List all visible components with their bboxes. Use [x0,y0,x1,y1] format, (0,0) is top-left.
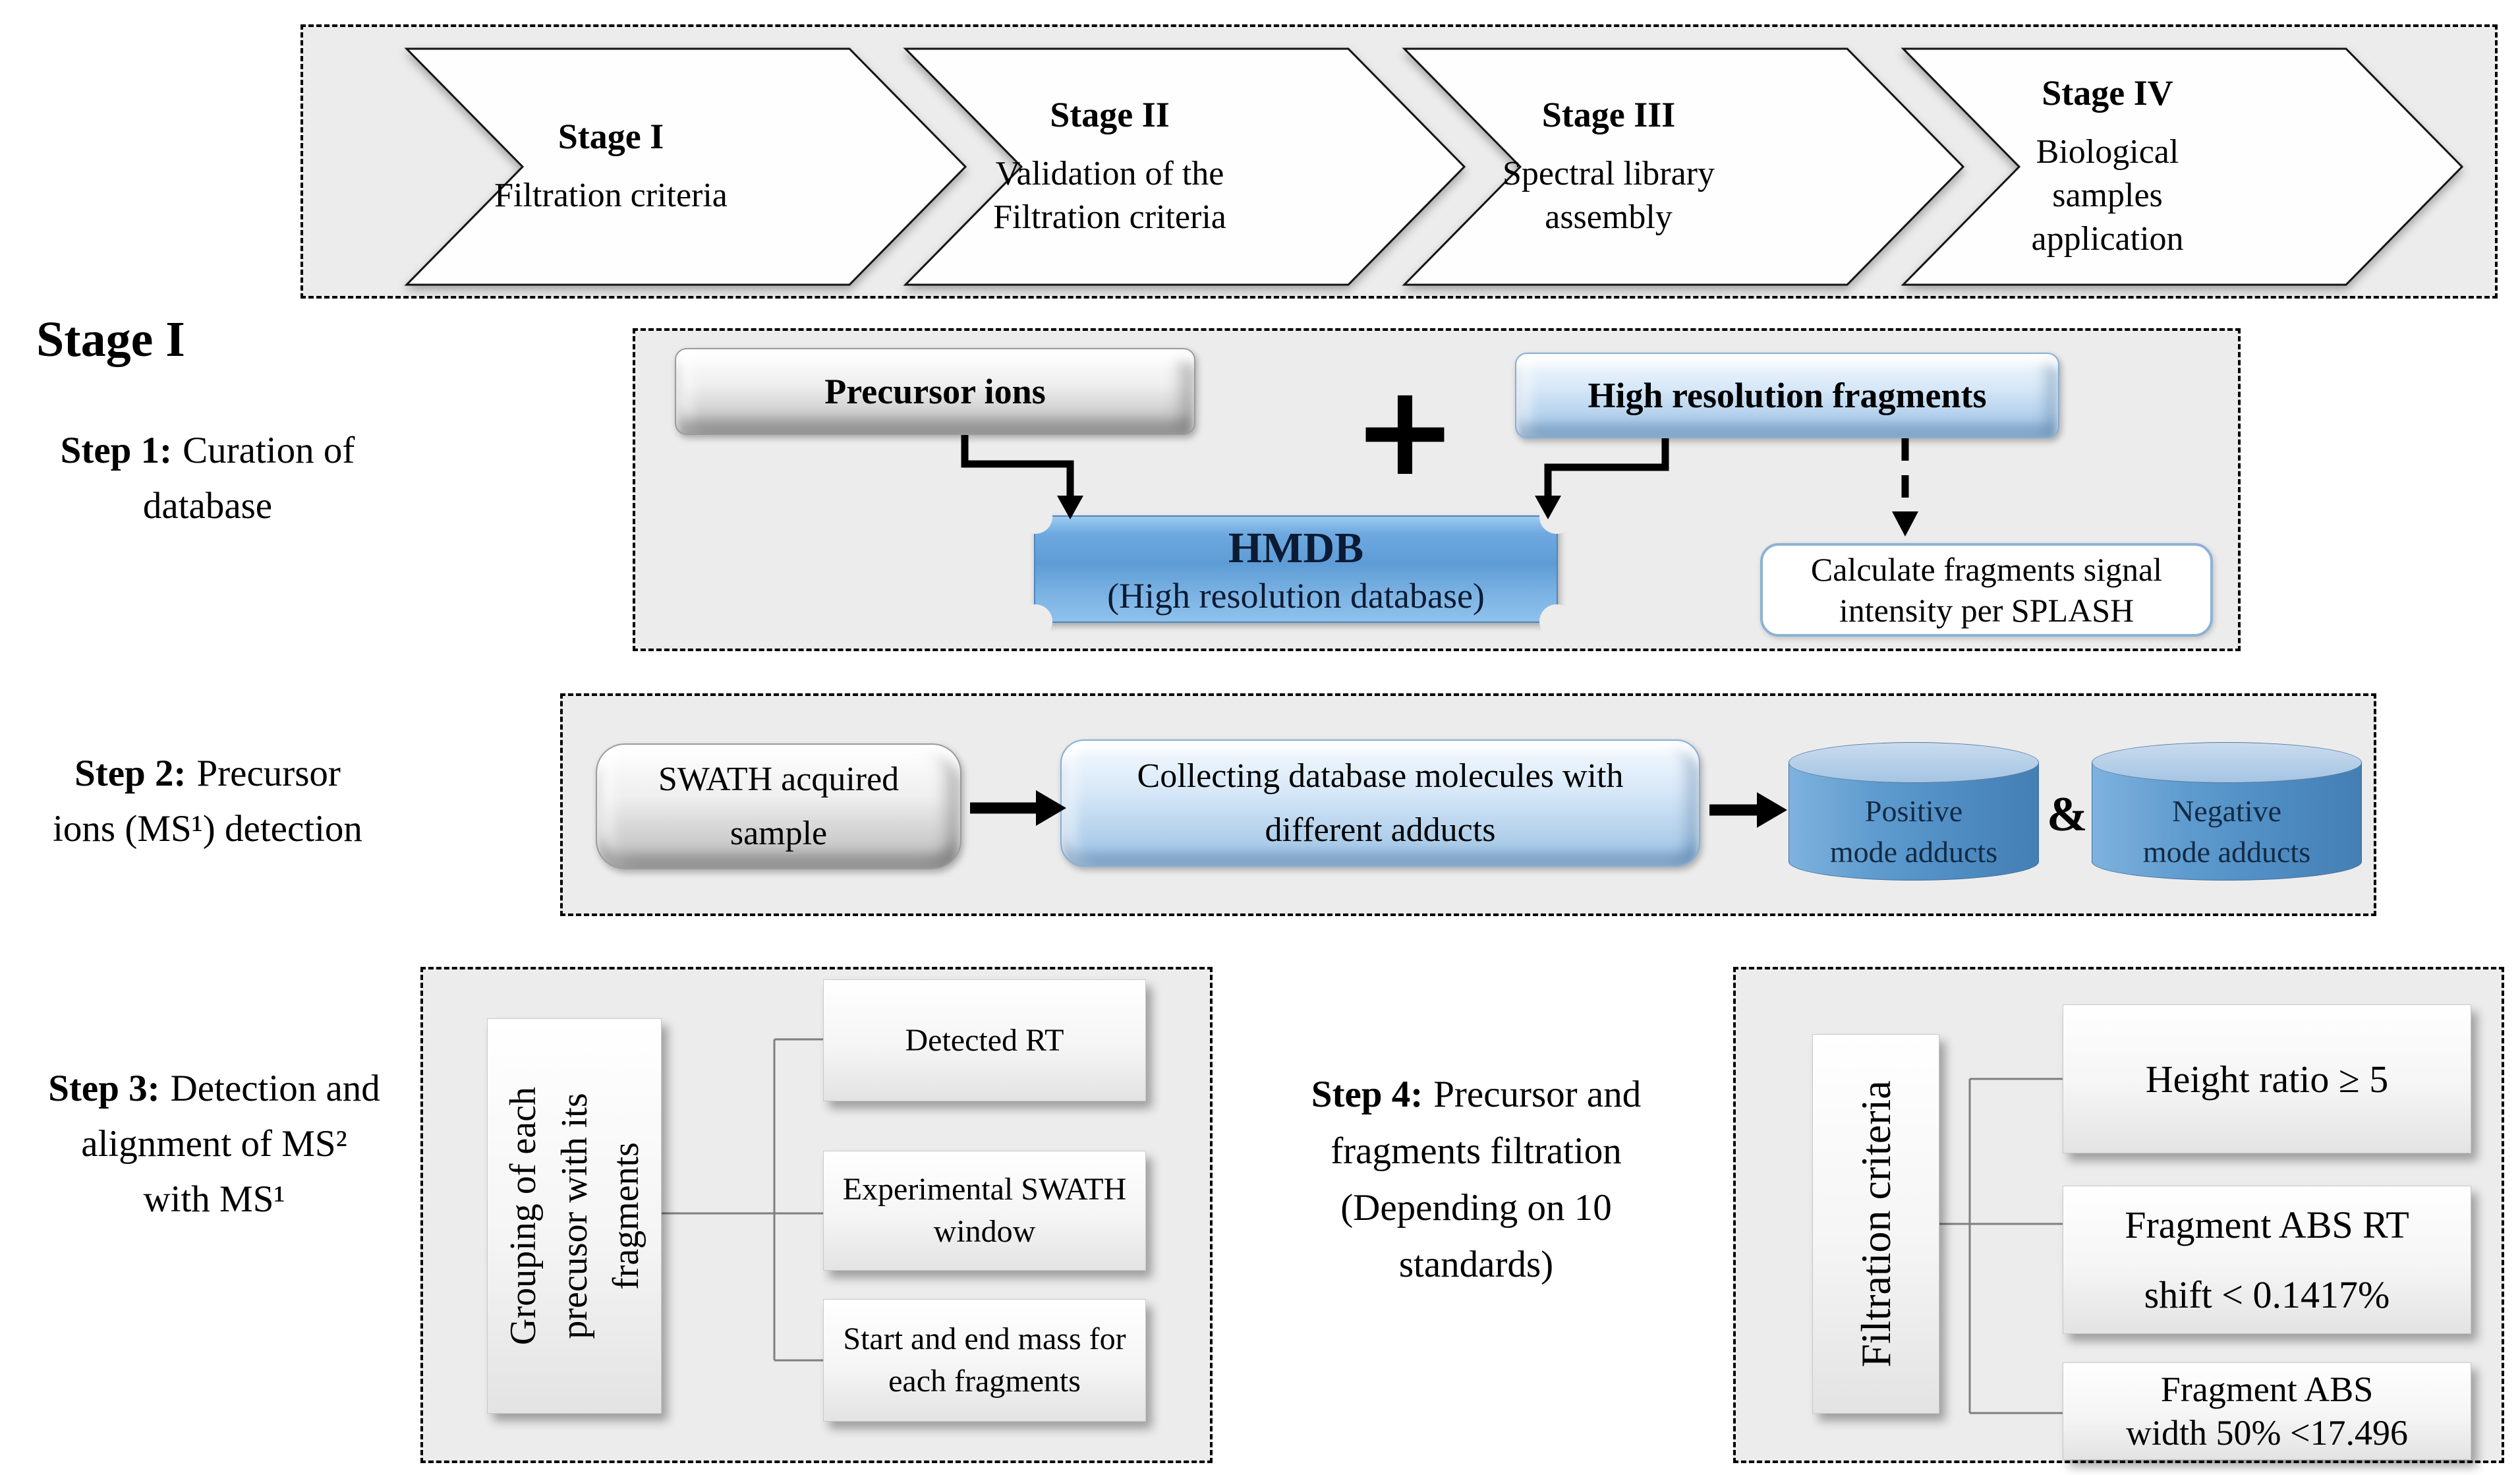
cylinder-top [1789,742,2039,783]
arrowhead [1535,496,1561,519]
stage-subtitle: Spectral library [1503,155,1715,192]
filtration-criteria-vertical-box: Filtration criteria [1812,1034,1939,1414]
hmdb-subtitle: (High resolution database) [1107,575,1485,616]
high-resolution-fragments-text: High resolution fragments [1588,376,1987,415]
step-label-line: Step 3:Detection and [48,1068,380,1109]
height-ratio-box: Height ratio ≥ 5 [2063,1004,2471,1153]
step-2-arrows [970,790,1787,828]
stage-title: Stage III [1541,95,1676,134]
step-number: Step 3: [48,1068,160,1109]
stages-banner-panel: Stage I Filtration criteria Stage II Val… [301,24,2498,299]
connector-lines [662,1038,823,1362]
chevron-stage-1 [404,47,967,286]
swath-sample-line: SWATH acquired [658,760,900,798]
stage-subtitle: Filtration criteria [993,198,1226,236]
precursor-ions-box: Precursor ions [675,348,1195,435]
step-number: Step 4: [1311,1074,1423,1115]
stage-subtitle: Biological [2036,133,2179,171]
step-number: Step 1: [60,430,173,471]
stage-section-heading: Stage I [36,312,185,367]
hmdb-title: HMDB [1228,523,1364,572]
swath-sample-line: sample [730,814,828,852]
chevron-stage-2 [903,47,1466,286]
fragment-width-box: Fragment ABS width 50% <17.496 [2063,1362,2471,1460]
ampersand-text: & [2047,788,2088,842]
stage-subtitle: samples [2052,177,2163,214]
stage-subtitle: Filtration criteria [494,177,728,214]
stage-title: Stage IV [2042,73,2173,113]
filtration-criteria-vertical-text: Filtration criteria [1852,1080,1899,1368]
step-3-label: Step 3:Detection and alignment of MS² wi… [3,1061,425,1227]
arrowhead [1757,792,1787,828]
fragment-rt-shift-box: Fragment ABS RT shift < 0.1417% [2063,1186,2471,1334]
step-label-line: with MS¹ [143,1178,285,1220]
stage-title: Stage I [558,117,664,156]
experimental-swath-window-box: Experimental SWATH window [823,1151,1146,1271]
step-1-label: Step 1:Curation of database [20,423,395,534]
calculate-splash-line: Calculate fragments signal [1810,551,2163,588]
hmdb-box: HMDB (High resolution database) [1018,500,1574,639]
step-label-line: ions (MS¹) detection [53,808,362,850]
chevron-stage-3 [1402,47,1965,286]
calculate-splash-line: intensity per SPLASH [1839,592,2134,629]
grouping-vertical-text: Grouping of each precusor with its fragm… [502,1087,646,1345]
arrowhead [1057,496,1083,519]
step-4-label: Step 4:Precursor and fragments filtratio… [1262,1066,1690,1293]
arrow-fragments-to-hmdb [1544,438,1669,497]
step-label-line: database [142,485,273,527]
step-label-line: (Depending on 10 [1340,1187,1612,1229]
step-3-connectors [662,1038,823,1362]
stage-4-chevron-label: Stage IV Biological samples application [1916,49,2299,285]
swath-sample-box: SWATH acquired sample [596,743,961,869]
stage-2-chevron-label: Stage II Validation of the Filtration cr… [919,49,1301,285]
start-end-mass-box: Start and end mass for each fragments [823,1299,1146,1422]
step-label-line: Step 1:Curation of [60,430,355,471]
cylinder-top [2092,742,2362,783]
step-label-line: fragments filtration [1331,1130,1622,1172]
stages-chevron-graphic [404,47,2464,286]
connector-lines [1939,1078,2063,1414]
hmdb-corner-notch [1018,604,1052,639]
stage-subtitle: Validation of the [995,155,1224,192]
precursor-ions-text: Precursor ions [824,372,1046,411]
stage-3-chevron-label: Stage III Spectral library assembly [1418,49,1800,285]
stage-title: Stage II [1050,95,1170,134]
stage-subtitle: application [2031,220,2184,258]
arrow-precursor-to-hmdb [961,435,1074,497]
negative-mode-cylinder: Negative mode adducts [2092,742,2362,881]
step-number: Step 2: [74,753,186,794]
collecting-adducts-line: different adducts [1265,811,1496,849]
hmdb-corner-notch [1018,500,1052,534]
step-label-line: Step 4:Precursor and [1311,1074,1642,1115]
step-1-arrows [961,435,1918,536]
plus-icon: + [1352,358,1458,504]
step-2-panel: SWATH acquired sample Collecting databas… [560,693,2376,916]
high-resolution-fragments-box: High resolution fragments [1515,353,2059,438]
arrowhead [1892,511,1918,536]
calculate-splash-box: Calculate fragments signal intensity per… [1760,543,2213,637]
detected-rt-box: Detected RT [823,979,1146,1101]
step-label-line: Step 2:Precursor [74,753,341,794]
hmdb-corner-notch [1539,604,1574,639]
chevron-stage-4 [1901,47,2464,286]
step-label-line: alignment of MS² [81,1123,347,1165]
stage-1-chevron-label: Stage I Filtration criteria [420,49,802,285]
cylinder-label: Positive mode adducts [1829,794,1998,869]
grouping-vertical-box: Grouping of each precusor with its fragm… [487,1018,662,1414]
step-1-panel: Precursor ions + High resolution fragmen… [633,328,2241,651]
step-4-panel: Filtration criteria Height ratio ≥ 5 Fra… [1733,967,2504,1463]
arrowhead [1036,790,1066,826]
collecting-adducts-box: Collecting database molecules with diffe… [1060,739,1700,867]
positive-mode-cylinder: Positive mode adducts [1789,742,2039,881]
stage-subtitle: assembly [1545,198,1673,236]
step-2-label: Step 2:Precursor ions (MS¹) detection [10,746,405,857]
step-3-panel: Grouping of each precusor with its fragm… [420,967,1213,1463]
step-4-connectors [1939,1078,2063,1414]
cylinder-label: Negative mode adducts [2142,794,2311,869]
collecting-adducts-line: Collecting database molecules with [1137,757,1624,795]
step-label-line: standards) [1398,1244,1554,1285]
